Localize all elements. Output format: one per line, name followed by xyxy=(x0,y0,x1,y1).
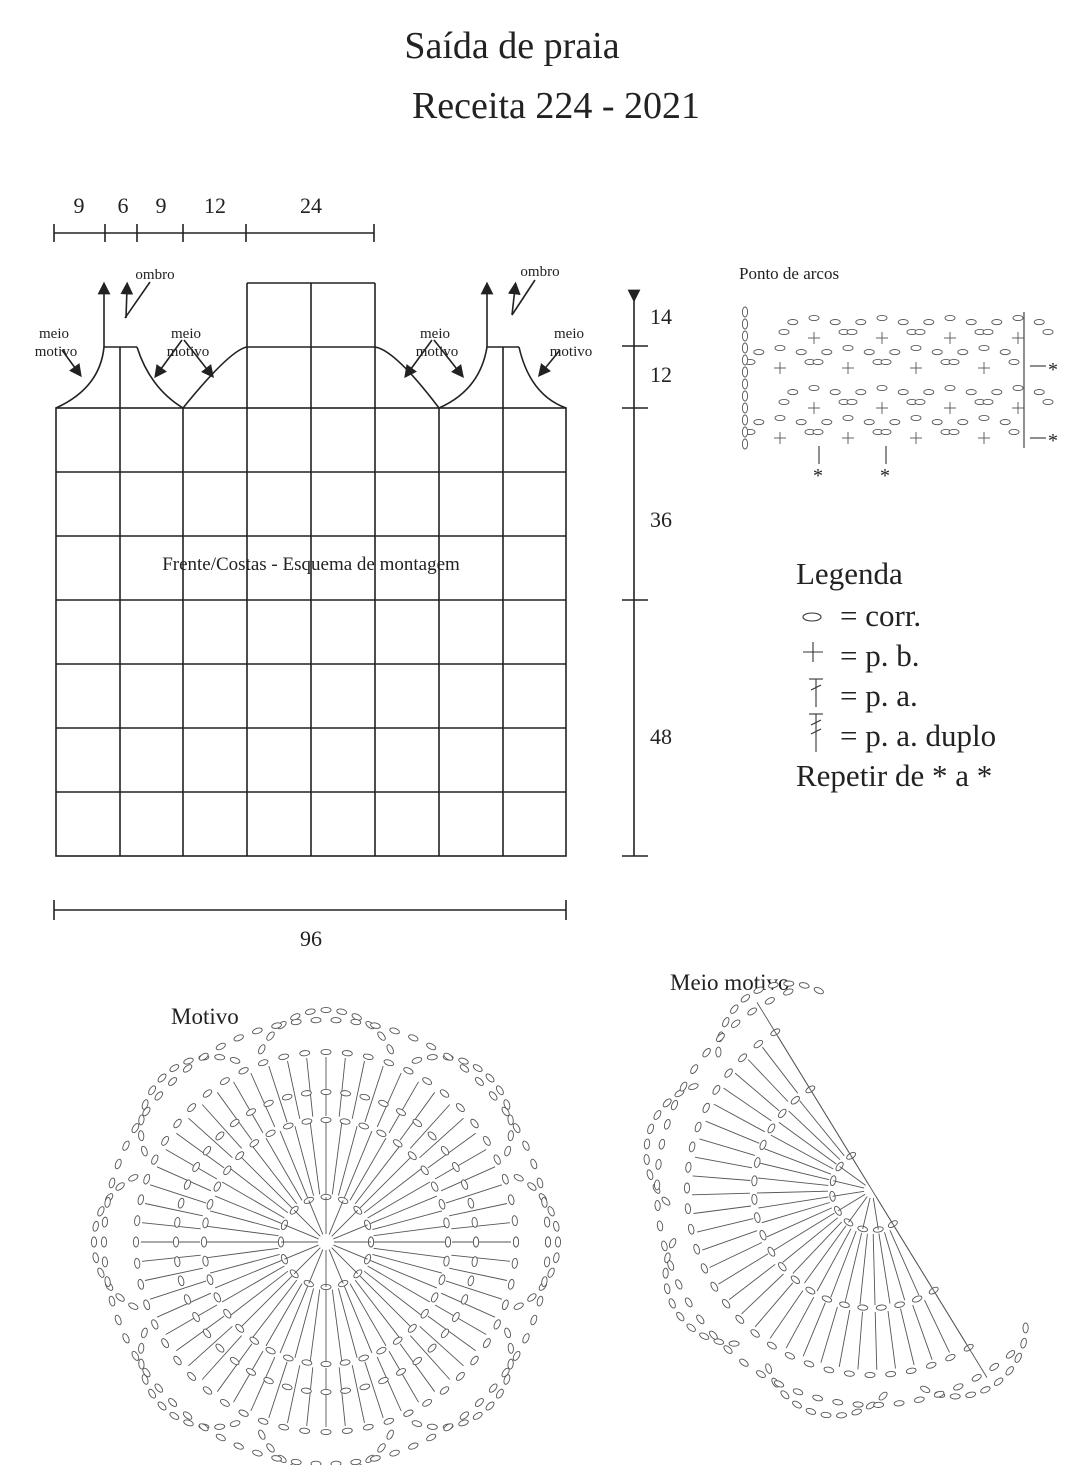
half-motif-chart xyxy=(643,980,1029,1419)
dim-label: 12 xyxy=(650,362,672,387)
dim-label: 9 xyxy=(156,193,167,218)
dim-label: 24 xyxy=(300,193,322,218)
repeat-star: * xyxy=(880,465,890,487)
page-title: Saída de praia xyxy=(404,25,619,67)
dim-label: 9 xyxy=(74,193,85,218)
label-motivo: motivo xyxy=(35,344,78,360)
assembly-caption: Frente/Costas - Esquema de montagem xyxy=(162,554,460,575)
legend-repeat-note: Repetir de * a * xyxy=(796,758,992,793)
stitch-chart: Ponto de arcos * * * * xyxy=(739,264,1058,487)
label-meio: meio xyxy=(39,326,69,342)
label-meio: meio xyxy=(171,326,201,342)
dim-label: 14 xyxy=(650,304,672,329)
treble-crochet-icon xyxy=(809,713,823,752)
label-motivo: motivo xyxy=(167,344,210,360)
legend-item: = p. b. xyxy=(840,638,919,673)
bottom-dimension-bar: 96 xyxy=(53,900,567,951)
motif-chart xyxy=(90,1006,562,1465)
label-ombro-left: ombro xyxy=(135,267,174,283)
legend-item: = corr. xyxy=(840,598,921,633)
label-meio: meio xyxy=(554,326,584,342)
legend-item: = p. a. duplo xyxy=(840,718,996,753)
chain-stitch-icon xyxy=(802,612,822,622)
page-subtitle: Receita 224 - 2021 xyxy=(412,85,700,127)
double-crochet-icon xyxy=(809,678,823,707)
dim-label: 36 xyxy=(650,507,672,532)
label-meio: meio xyxy=(420,326,450,342)
repeat-star: * xyxy=(1048,430,1058,452)
motif-title: Motivo xyxy=(171,1004,239,1029)
side-dimension-bar: 14 12 36 48 xyxy=(622,289,672,857)
label-motivo: motivo xyxy=(416,344,459,360)
dim-label: 96 xyxy=(300,926,322,951)
legend-item: = p. a. xyxy=(840,678,918,713)
half-motif-title: Meio motivo xyxy=(670,970,789,995)
single-crochet-icon xyxy=(803,642,823,662)
top-dimension-bar: 9 6 9 12 24 xyxy=(53,193,375,242)
stitch-chart-title: Ponto de arcos xyxy=(739,264,839,283)
dim-label: 6 xyxy=(118,193,129,218)
dim-label: 48 xyxy=(650,724,672,749)
assembly-grid: ombro ombro meio motivo meio motivo meio… xyxy=(35,264,593,857)
legend: Legenda = corr. = p. b. = p. a. = p. a. … xyxy=(796,556,996,793)
dim-label: 12 xyxy=(204,193,226,218)
label-ombro-right: ombro xyxy=(520,264,559,280)
repeat-star: * xyxy=(1048,359,1058,381)
label-motivo: motivo xyxy=(550,344,593,360)
repeat-star: * xyxy=(813,465,823,487)
legend-title: Legenda xyxy=(796,556,903,591)
